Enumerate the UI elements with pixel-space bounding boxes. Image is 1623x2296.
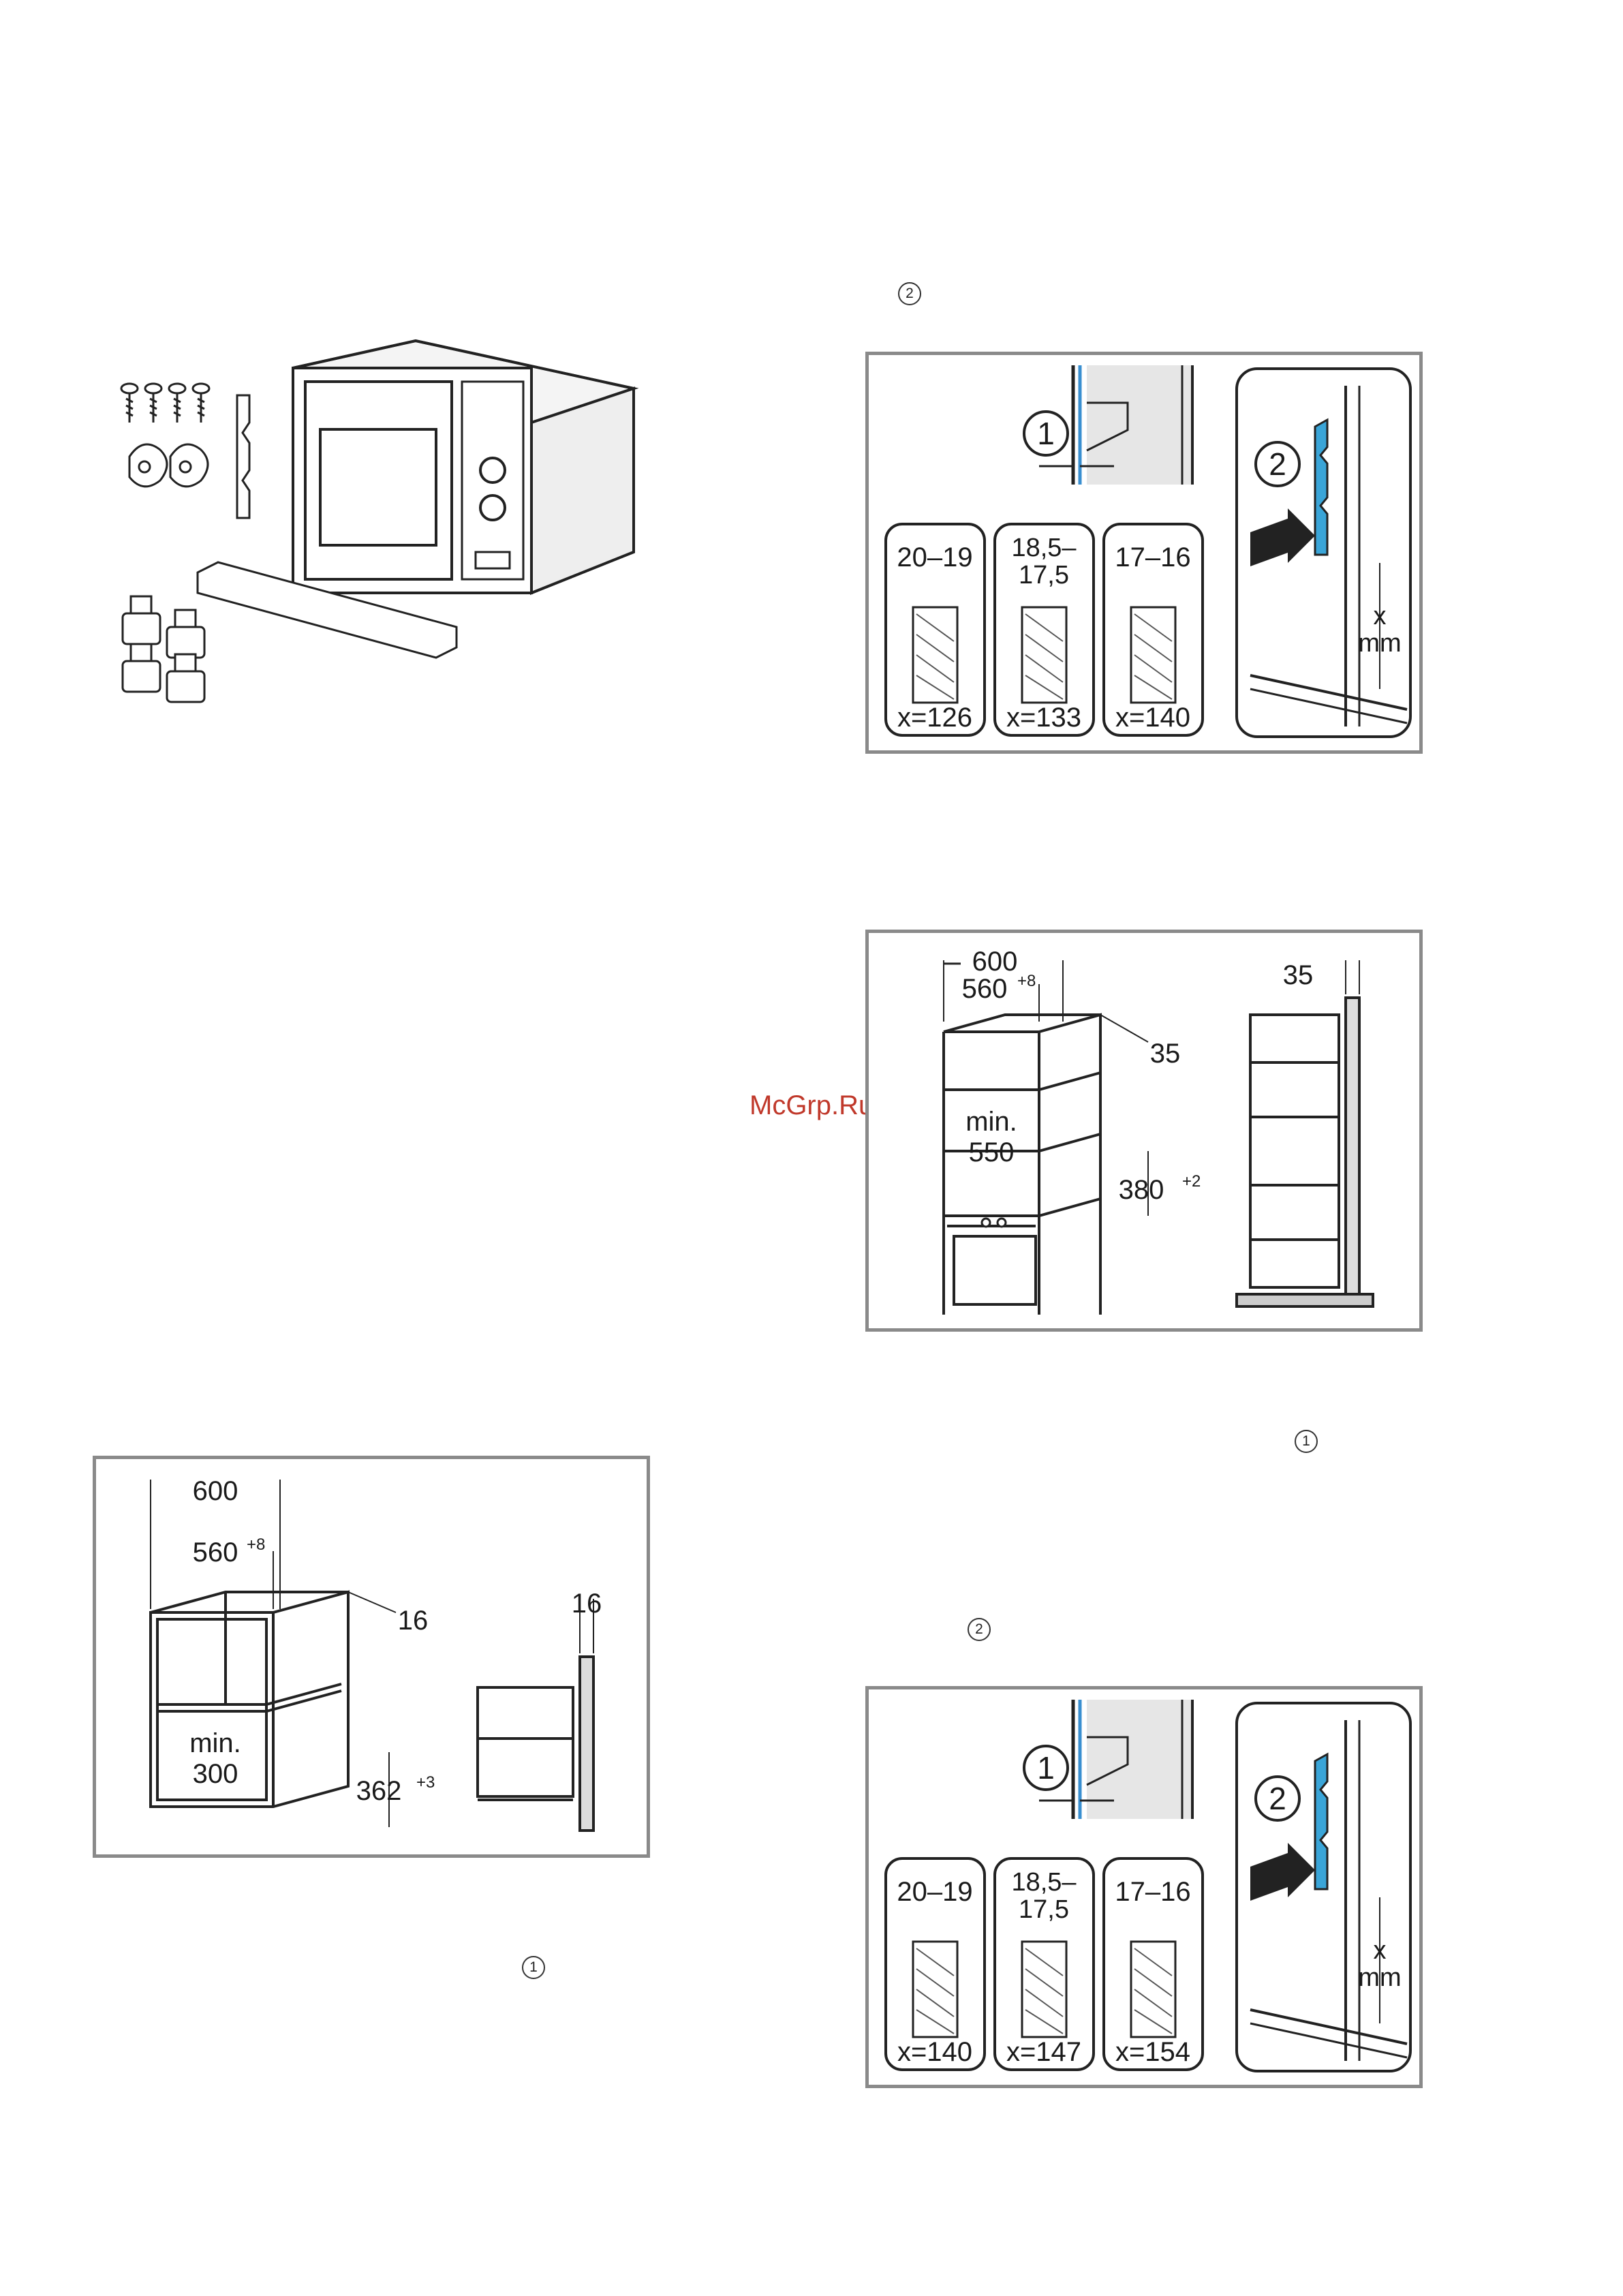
box-c-top: 17–16 xyxy=(1115,542,1190,572)
w-inner-tol: +8 xyxy=(1017,972,1036,990)
box-c-bottom: x=140 xyxy=(1115,703,1190,733)
w-inner-label: 560 xyxy=(962,974,1008,1004)
figure-clip-positions-1: 1 2 x mm 20–19 x=126 18,5– 17,5 x=13 xyxy=(865,352,1423,754)
box-b-bottom-b: x=147 xyxy=(1006,2037,1081,2067)
wall-depth-label-2: 300 xyxy=(193,1759,238,1789)
wall-height-label: 362 xyxy=(356,1776,402,1806)
height-tol: +2 xyxy=(1182,1172,1201,1191)
thickness-box-c-b: 17–16 x=154 xyxy=(1104,1858,1203,2070)
vertical-bracket-icon xyxy=(237,395,249,518)
thickness-box-a: 20–19 x=126 xyxy=(886,524,985,735)
circle-1-label: 1 xyxy=(1037,416,1055,451)
x-label: x xyxy=(1374,602,1387,630)
wall-side-thickness-label: 16 xyxy=(572,1589,602,1619)
foot-block-icon xyxy=(123,596,204,702)
figure-clip-positions-2: 1 2 x mm 20–19 x=140 18,5– 17,5 x=147 xyxy=(865,1686,1423,2088)
depth-label-1: min. xyxy=(965,1107,1017,1137)
box-a-bottom: x=126 xyxy=(897,703,972,733)
watermark: McGrp.Ru xyxy=(749,1090,874,1121)
clip-icon xyxy=(129,444,208,487)
box-a-top-b: 20–19 xyxy=(897,1877,972,1907)
callout-ref-1-bottom: 1 xyxy=(522,1956,545,1979)
thickness-box-b: 18,5– 17,5 x=133 xyxy=(995,524,1094,735)
circle-1-label-b: 1 xyxy=(1037,1750,1055,1786)
side-thickness-label: 35 xyxy=(1283,960,1314,990)
x-label-b: x xyxy=(1374,1936,1387,1965)
box-b-top-1: 18,5– xyxy=(1011,534,1077,562)
box-b-top-2: 17,5 xyxy=(1019,561,1069,590)
box-b-bottom: x=133 xyxy=(1006,703,1081,733)
box-a-bottom-b: x=140 xyxy=(897,2037,972,2067)
box-b-top-2-b: 17,5 xyxy=(1019,1895,1069,1924)
callout-ref-2-mid: 2 xyxy=(968,1618,991,1641)
box-b-top-1-b: 18,5– xyxy=(1011,1868,1077,1897)
figure-tall-cabinet: 600 560 +8 35 min. 550 380 +2 35 xyxy=(865,930,1423,1332)
box-c-bottom-b: x=154 xyxy=(1115,2037,1190,2067)
wall-depth-label-1: min. xyxy=(189,1728,241,1758)
thickness-box-c: 17–16 x=140 xyxy=(1104,524,1203,735)
height-label: 380 xyxy=(1119,1175,1164,1205)
wall-thickness-label: 16 xyxy=(398,1606,429,1636)
thickness-label: 35 xyxy=(1150,1039,1181,1069)
box-a-top: 20–19 xyxy=(897,542,972,572)
box-c-top-b: 17–16 xyxy=(1115,1877,1190,1907)
mm-label: mm xyxy=(1358,629,1401,658)
wall-w-inner-label: 560 xyxy=(193,1537,238,1567)
wall-height-tol: +3 xyxy=(416,1773,435,1792)
screw-icon xyxy=(121,384,209,423)
circle-2-label: 2 xyxy=(1269,446,1286,482)
w-outer-label: 600 xyxy=(972,947,1018,977)
circle-2-label-b: 2 xyxy=(1269,1781,1286,1816)
thickness-box-b-b: 18,5– 17,5 x=147 xyxy=(995,1858,1094,2070)
thickness-box-a-b: 20–19 x=140 xyxy=(886,1858,985,2070)
figure-wall-cabinet: 600 560 +8 16 min. 300 362 +3 16 xyxy=(93,1456,650,1858)
wall-w-outer-label: 600 xyxy=(193,1476,238,1506)
depth-label-2: 550 xyxy=(969,1137,1015,1167)
mm-label-b: mm xyxy=(1358,1963,1401,1992)
parts-illustration xyxy=(116,327,647,709)
wall-w-inner-tol: +8 xyxy=(247,1535,265,1554)
callout-ref-2-top: 2 xyxy=(898,282,921,305)
microwave-icon xyxy=(293,341,634,593)
callout-ref-1-mid: 1 xyxy=(1295,1430,1318,1453)
